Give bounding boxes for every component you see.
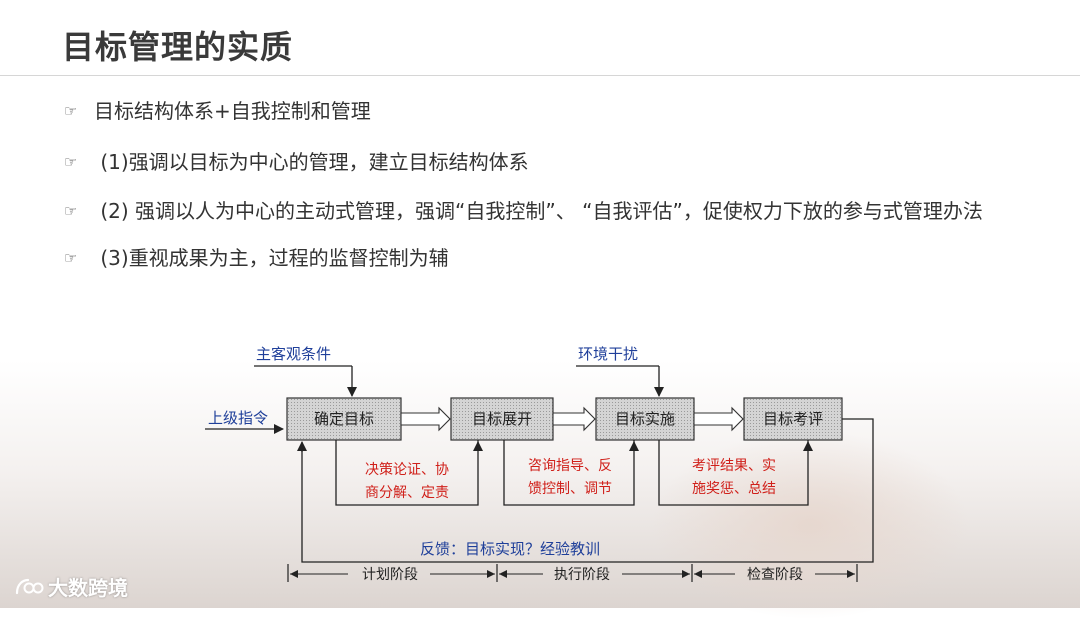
- bullet-text: (2) 强调以人为中心的主动式管理，强调“自我控制”、 “自我评估”，促使权力下…: [94, 199, 983, 223]
- note-line: 决策论证、协: [365, 461, 449, 478]
- bullet-text: (1)强调以目标为中心的管理，建立目标结构体系: [94, 150, 529, 174]
- feedback-label: 反馈：目标实现？经验教训: [420, 540, 600, 558]
- stage-box: [286, 397, 402, 441]
- loop-line: [658, 440, 809, 506]
- watermark-text: 大数跨境: [48, 576, 128, 600]
- phase-arrowhead: [487, 570, 495, 578]
- note-line: 考评结果、实: [692, 458, 776, 474]
- bullet-item: ☞ 目标结构体系+自我控制和管理: [64, 96, 1044, 126]
- input-label-environment: 环境干扰: [578, 345, 638, 363]
- title-divider: [0, 75, 1080, 76]
- stage-label: 确定目标: [314, 410, 374, 428]
- flow-arrow: [400, 406, 451, 432]
- phase-arrowhead: [847, 570, 855, 578]
- note-line: 商分解、定责: [365, 485, 449, 501]
- phase-arrowhead: [290, 570, 298, 578]
- pointing-hand-icon: ☞: [64, 153, 78, 171]
- stage-label: 目标考评: [763, 410, 823, 428]
- bullet-list: ☞ 目标结构体系+自我控制和管理 ☞ (1)强调以目标为中心的管理，建立目标结构…: [64, 96, 1044, 273]
- stage-label: 目标展开: [472, 410, 532, 428]
- loop-line: [503, 440, 635, 506]
- bullet-item: ☞ (1)强调以目标为中心的管理，建立目标结构体系: [64, 147, 1044, 177]
- flow-arrow: [693, 406, 744, 432]
- phase-label: 检查阶段: [747, 567, 803, 583]
- note-line: 馈控制、调节: [528, 481, 612, 497]
- bullet-text: (3)重视成果为主，过程的监督控制为辅: [94, 246, 449, 270]
- watermark: 大数跨境: [14, 572, 128, 601]
- bullet-text: 目标结构体系+自我控制和管理: [94, 99, 371, 123]
- phase-label: 执行阶段: [554, 567, 610, 583]
- loop-line: [335, 440, 479, 506]
- stage-box: [595, 397, 695, 441]
- feedback-loop-line: [301, 418, 874, 563]
- stage-box: [743, 397, 843, 441]
- background-photo-blur: [650, 430, 970, 620]
- flow-arrow: [552, 406, 596, 432]
- phase-arrowhead: [499, 570, 507, 578]
- slide-title: 目标管理的实质: [62, 28, 294, 66]
- phase-arrowhead: [682, 570, 690, 578]
- input-label-superior: 上级指令: [208, 409, 268, 427]
- pointing-hand-icon: ☞: [64, 249, 78, 267]
- bullet-item: ☞ (2) 强调以人为中心的主动式管理，强调“自我控制”、 “自我评估”，促使权…: [64, 196, 1044, 226]
- stage-label: 目标实施: [615, 410, 675, 428]
- note-line: 咨询指导、反: [528, 458, 612, 474]
- pointing-hand-icon: ☞: [64, 102, 78, 120]
- bullet-item: ☞ (3)重视成果为主，过程的监督控制为辅: [64, 243, 1044, 273]
- pointing-hand-icon: ☞: [64, 202, 78, 220]
- note-line: 施奖惩、总结: [692, 480, 776, 497]
- input-label-conditions: 主客观条件: [256, 345, 331, 363]
- brand-logo-icon: [15, 578, 44, 594]
- phase-label: 计划阶段: [362, 567, 418, 583]
- phase-arrowhead: [694, 570, 702, 578]
